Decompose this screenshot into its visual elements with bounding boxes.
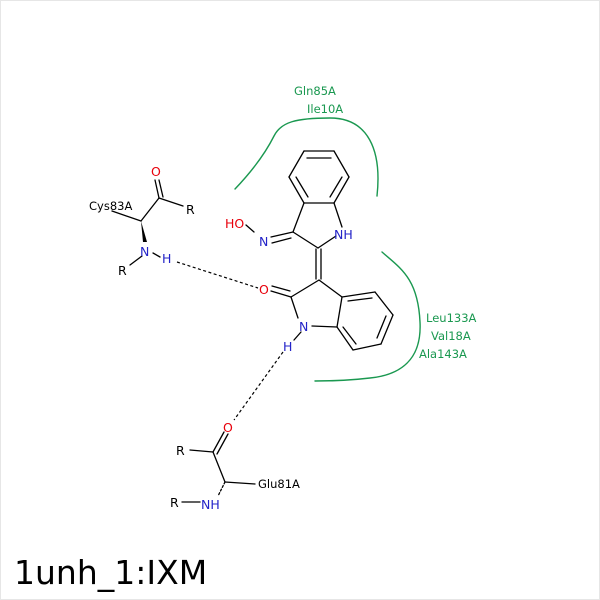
residue-leu133a: Leu133A bbox=[426, 311, 477, 325]
oxime-n-label: N bbox=[259, 234, 268, 249]
upper-indoline-ring bbox=[245, 150, 350, 249]
cys83a-fragment bbox=[111, 179, 184, 266]
glu-r1-label: R bbox=[176, 443, 185, 458]
lactam-h-label: H bbox=[283, 339, 292, 354]
cys-wedge-bond bbox=[141, 221, 147, 242]
residue-gln85a: Gln85A bbox=[294, 84, 336, 98]
cys83a-label: Cys83A bbox=[89, 199, 132, 213]
glu-o-label: O bbox=[223, 420, 233, 435]
carbonyl-o-label: O bbox=[259, 282, 269, 297]
residue-ala143a: Ala143A bbox=[419, 347, 467, 361]
glu-nh-label: NH bbox=[201, 497, 220, 512]
diagram-title: 1unh_1:IXM bbox=[14, 553, 207, 592]
hydroxyl-label: HO bbox=[225, 216, 244, 231]
ring-nh-label: NH bbox=[334, 227, 353, 242]
lower-indoline-ring bbox=[270, 279, 394, 351]
cys-r2-label: R bbox=[118, 263, 127, 278]
cys-r1-label: R bbox=[186, 202, 195, 217]
hydrophobic-arc-right bbox=[314, 251, 421, 382]
glu81a-label: Glu81A bbox=[258, 477, 300, 491]
cys-n-label: N bbox=[140, 244, 149, 259]
lactam-n-label: N bbox=[299, 319, 308, 334]
cys-h-label: H bbox=[162, 251, 171, 266]
residue-ile10a: Ile10A bbox=[307, 102, 343, 116]
hydrophobic-arc-top bbox=[234, 117, 379, 197]
glu81a-fragment bbox=[181, 431, 256, 503]
hbond-lactam-nh-to-glu-o bbox=[233, 351, 284, 421]
cys-o-label: O bbox=[151, 164, 161, 179]
residue-val18a: Val18A bbox=[431, 329, 471, 343]
hbond-cys-nh-to-carbonyl-o bbox=[176, 261, 259, 289]
glu-r2-label: R bbox=[170, 495, 179, 510]
